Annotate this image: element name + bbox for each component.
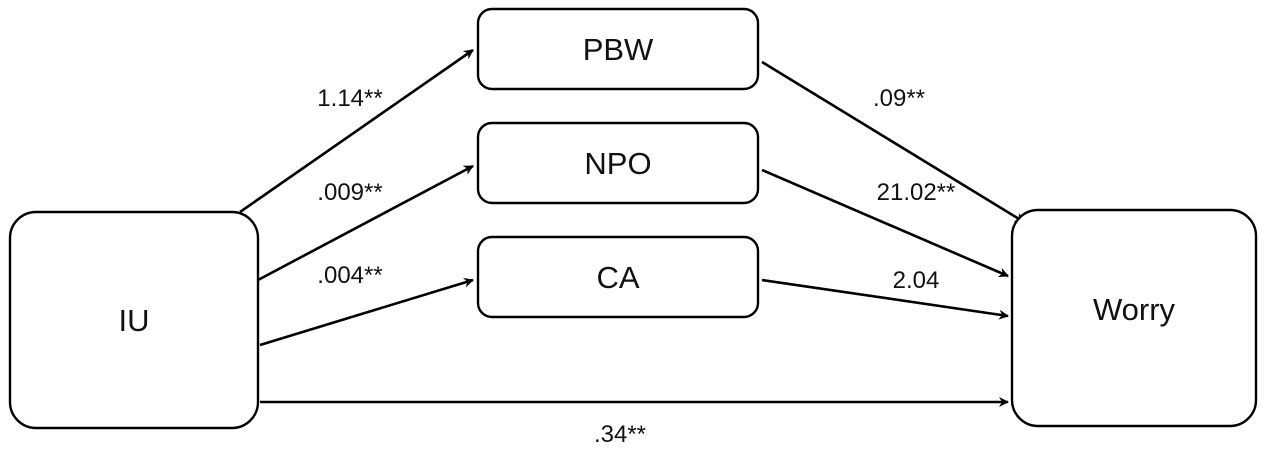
coef-npo-worry: 21.02** <box>877 179 956 206</box>
arrow-iu-to-npo <box>257 164 474 282</box>
node-pbw: PBW <box>476 7 760 91</box>
coef-iu-ca: .004** <box>317 262 382 289</box>
node-iu-label: IU <box>119 303 150 338</box>
node-ca: CA <box>476 235 760 319</box>
arrow-npo-to-worry <box>761 168 1009 278</box>
coef-iu-pbw: 1.14** <box>317 85 382 112</box>
node-pbw-label: PBW <box>583 32 654 67</box>
coef-iu-worry: .34** <box>594 421 646 448</box>
coef-iu-npo: .009** <box>317 179 382 206</box>
node-worry: Worry <box>1010 208 1258 428</box>
node-npo: NPO <box>476 121 760 205</box>
coef-pbw-worry: .09** <box>873 85 925 112</box>
node-iu: IU <box>8 210 260 430</box>
node-worry-label: Worry <box>1093 292 1176 327</box>
arrow-pbw-to-worry <box>761 60 1025 224</box>
arrow-ca-to-worry <box>761 278 1009 320</box>
arrow-iu-to-pbw <box>239 48 474 214</box>
arrow-iu-to-ca <box>259 277 474 347</box>
node-ca-label: CA <box>596 260 639 295</box>
node-npo-label: NPO <box>584 146 651 181</box>
coef-ca-worry: 2.04 <box>893 267 940 294</box>
